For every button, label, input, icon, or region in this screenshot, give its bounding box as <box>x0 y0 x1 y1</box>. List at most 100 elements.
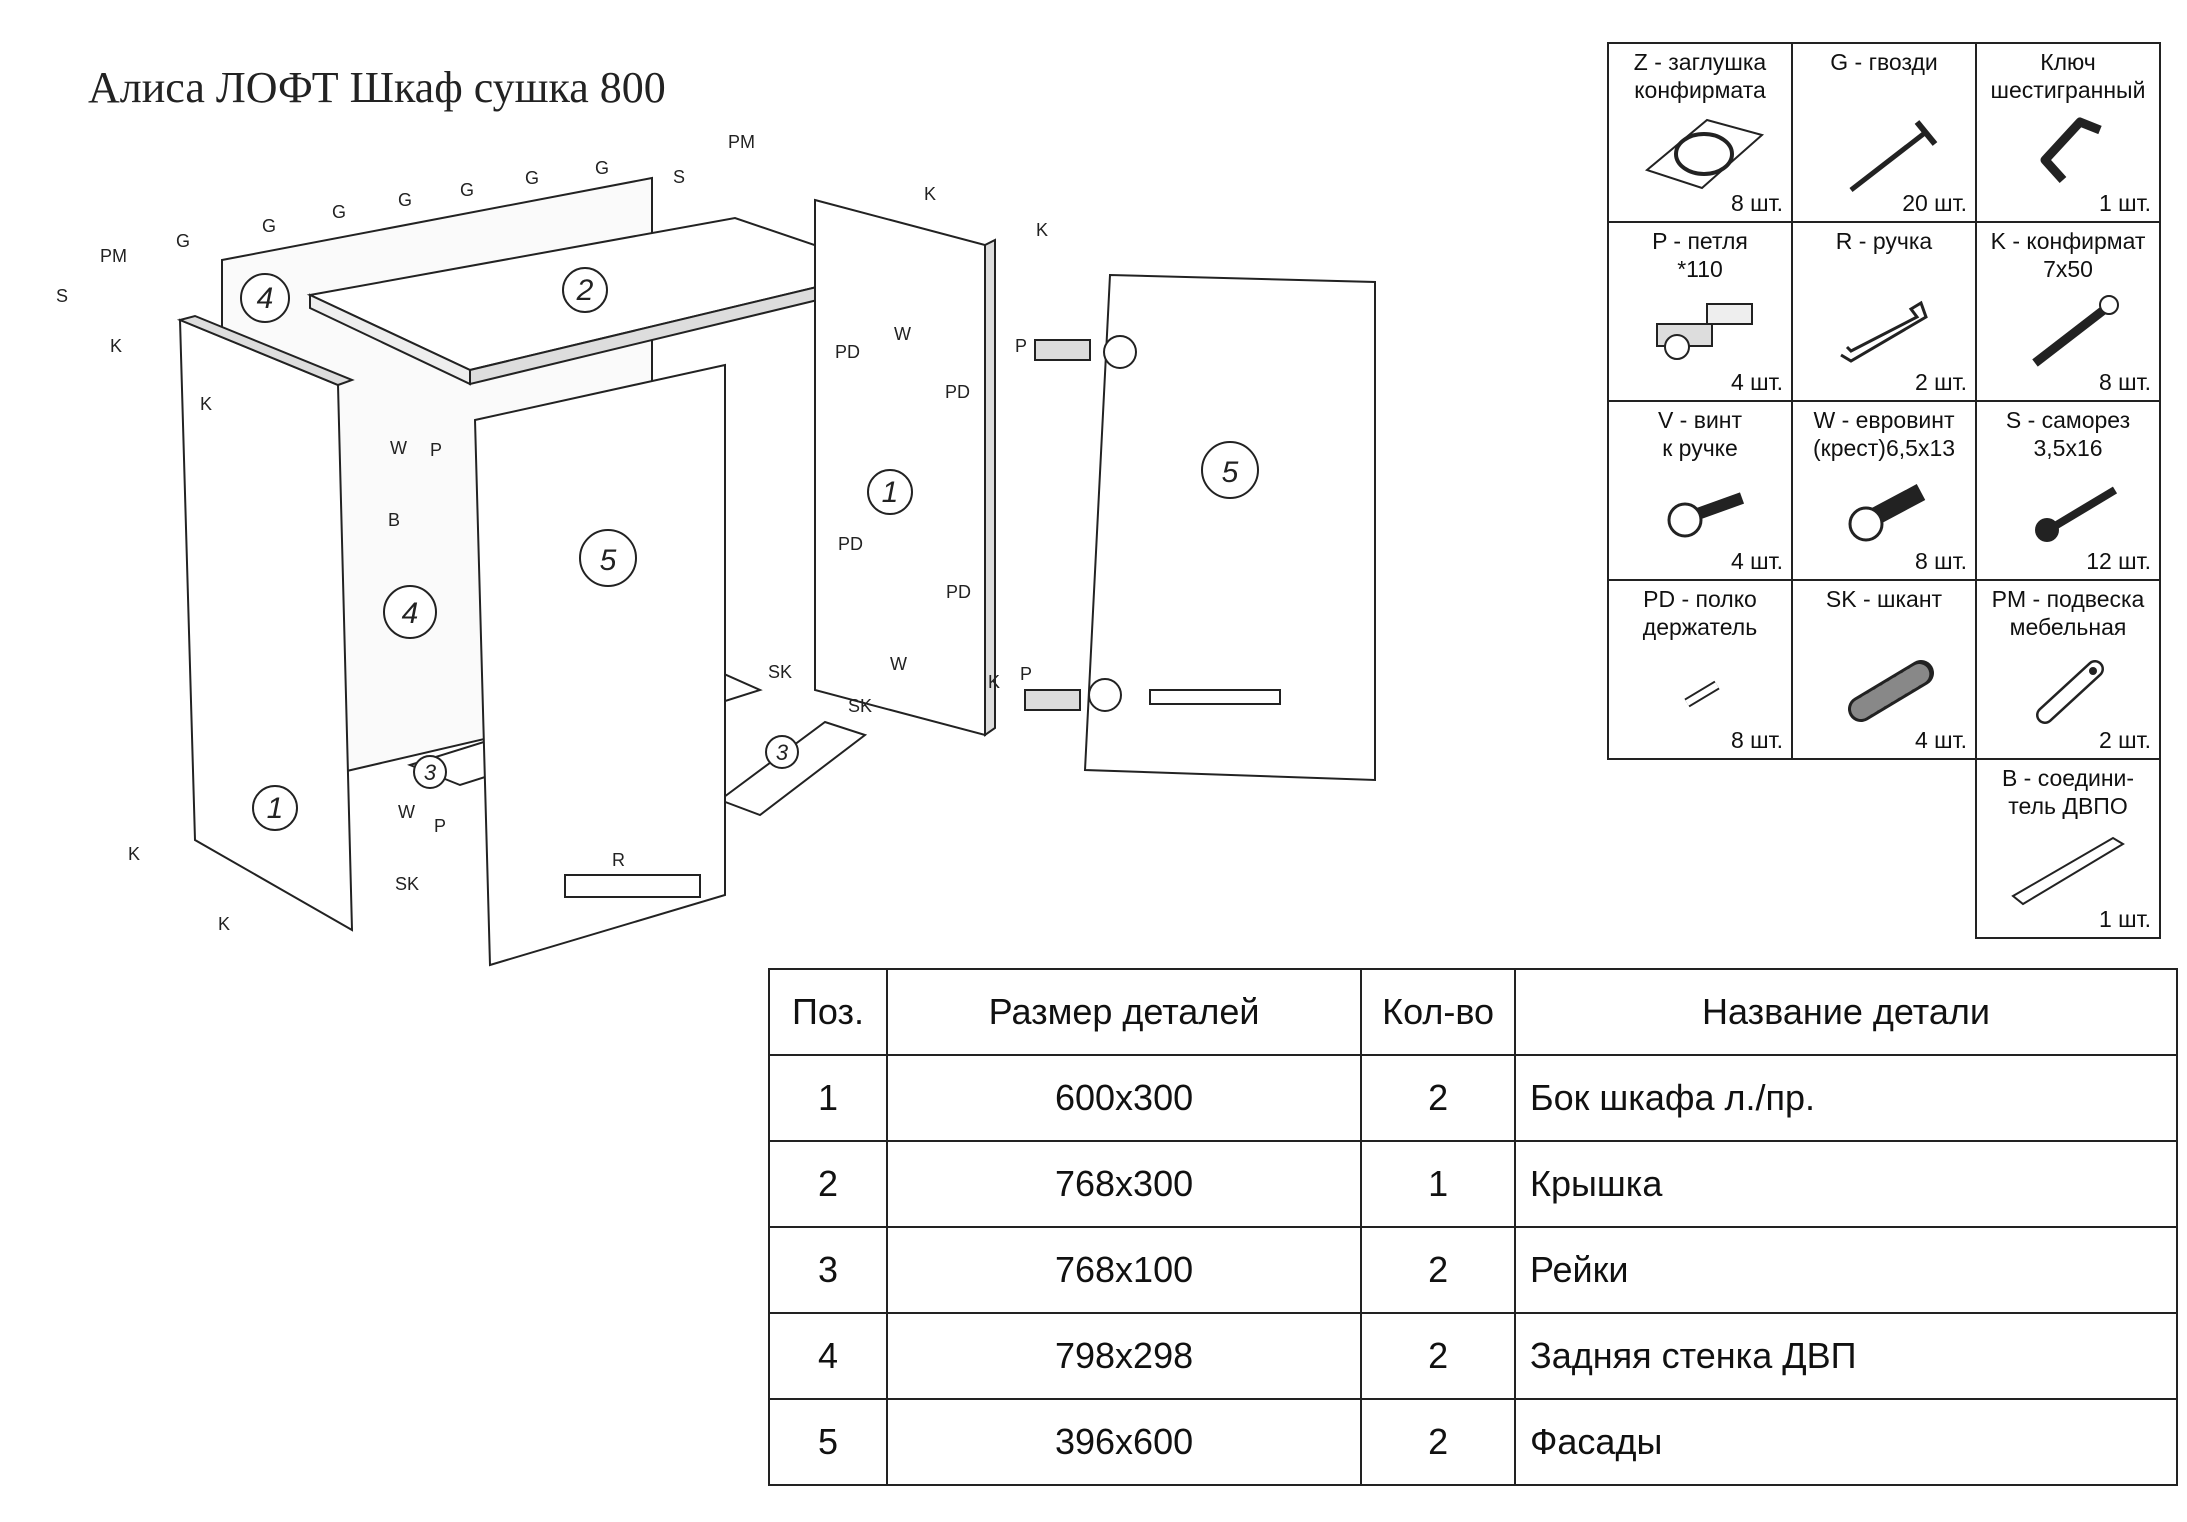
fitting-label: B - соедини- тель ДВПО <box>2001 765 2135 819</box>
fitting-code-pd: PD <box>835 342 860 362</box>
dowel-icon <box>1848 660 1934 722</box>
fitting-label: PM - подвеска мебельная <box>1991 586 2145 640</box>
cell-name: Крышка <box>1514 1140 2178 1228</box>
fitting-code-k: K <box>1036 220 1048 240</box>
fitting-code-w: W <box>390 438 407 458</box>
table-header-row: Поз. Размер деталей Кол-во Название дета… <box>768 968 2178 1056</box>
fitting-code-k: K <box>110 336 122 356</box>
fitting-cell: S - саморез 3,5х16 12 шт. <box>1975 400 2161 581</box>
fitting-label: SK - шкант <box>1825 586 1943 612</box>
fitting-code-b: B <box>388 510 400 530</box>
part-label-3b: 3 <box>776 740 789 765</box>
self-tapping-screw-icon <box>2035 486 2118 542</box>
hinge-icon <box>1656 303 1753 360</box>
fitting-cell: PM - подвеска мебельная 2 шт. <box>1975 579 2161 760</box>
fitting-code-pm: PM <box>728 132 755 152</box>
hex-key-icon <box>2040 117 2102 184</box>
table-row: 1 600х300 2 Бок шкафа л./пр. <box>768 1054 2178 1142</box>
fitting-label: G - гвозди <box>1830 49 1938 75</box>
fitting-label: K - конфирмат 7х50 <box>1990 228 2146 282</box>
fitting-code-pm: PM <box>100 246 127 266</box>
fitting-label: Z - заглушка конфирмата <box>1633 49 1767 103</box>
fitting-cell: Z - заглушка конфирмата 8 шт. <box>1607 42 1793 223</box>
table-row: 5 396х600 2 Фасады <box>768 1398 2178 1486</box>
fitting-label: PD - полко держатель <box>1642 586 1758 640</box>
cell-name: Рейки <box>1514 1226 2178 1314</box>
fitting-qty: 1 шт. <box>2098 190 2151 216</box>
hinge-top <box>1034 339 1091 361</box>
euro-screw-icon <box>1848 484 1926 542</box>
fitting-qty: 8 шт. <box>2098 369 2151 395</box>
fitting-code-k: K <box>128 844 140 864</box>
fitting-cell: G - гвозди 20 шт. <box>1791 42 1977 223</box>
part-label-5b: 5 <box>1222 456 1239 489</box>
door-5-center <box>473 363 726 967</box>
fitting-label: Ключ шестигранный <box>1990 49 2146 103</box>
fitting-code-g: G <box>398 190 412 210</box>
fitting-cell: K - конфирмат 7х50 8 шт. <box>1975 221 2161 402</box>
cell-qty: 2 <box>1360 1398 1517 1486</box>
fitting-code-pd: PD <box>838 534 863 554</box>
cell-pos: 4 <box>768 1312 888 1400</box>
fitting-cell: R - ручка 2 шт. <box>1791 221 1977 402</box>
column-header: Кол-во <box>1360 968 1517 1056</box>
fitting-code-sk: SK <box>395 874 419 894</box>
part-label-2: 2 <box>576 274 594 307</box>
confirmat-screw-icon <box>2032 295 2119 367</box>
nail-icon <box>1849 120 1938 192</box>
fitting-code-g: G <box>262 216 276 236</box>
fitting-qty: 2 шт. <box>2098 727 2151 753</box>
fitting-code-g: G <box>332 202 346 222</box>
fitting-cell: PD - полко держатель 8 шт. <box>1607 579 1793 760</box>
column-header: Поз. <box>768 968 888 1056</box>
part-label-4: 4 <box>257 282 274 315</box>
rail-3-b <box>717 720 868 817</box>
fitting-code-g: G <box>176 231 190 251</box>
fitting-label: V - винт к ручке <box>1657 407 1743 461</box>
fitting-code-r: R <box>612 850 625 870</box>
fitting-cell: P - петля *110 4 шт. <box>1607 221 1793 402</box>
fitting-code-k: K <box>988 672 1000 692</box>
fitting-code-p: P <box>1020 664 1032 684</box>
connector-strip-icon <box>2011 836 2125 906</box>
fitting-code-g: G <box>460 180 474 200</box>
fitting-code-p: P <box>430 440 442 460</box>
column-header: Размер деталей <box>885 968 1363 1056</box>
fitting-label: W - евровинт (крест)6,5х13 <box>1812 407 1956 461</box>
cell-name: Задняя стенка ДВП <box>1514 1312 2178 1400</box>
cell-pos: 5 <box>768 1398 888 1486</box>
cell-pos: 1 <box>768 1054 888 1142</box>
fitting-label: P - петля *110 <box>1652 228 1748 282</box>
fitting-code-w: W <box>398 802 415 822</box>
table-row: 3 768х100 2 Рейки <box>768 1226 2178 1314</box>
door-5-right <box>1083 273 1376 782</box>
cell-name: Бок шкафа л./пр. <box>1514 1054 2178 1142</box>
fitting-qty: 12 шт. <box>2086 548 2151 574</box>
table-row: 2 768х300 1 Крышка <box>768 1140 2178 1228</box>
cell-pos: 3 <box>768 1226 888 1314</box>
cell-name: Фасады <box>1514 1398 2178 1486</box>
fitting-code-k: K <box>924 184 936 204</box>
fitting-code-p: P <box>1015 336 1027 356</box>
parts-table: Поз. Размер деталей Кол-во Название дета… <box>768 968 2178 1486</box>
cell-size: 396х600 <box>885 1398 1363 1486</box>
hinge-bottom <box>1024 689 1081 711</box>
door-handle <box>564 874 701 898</box>
fitting-cell: SK - шкант 4 шт. <box>1791 579 1977 760</box>
fitting-code-pd: PD <box>945 382 970 402</box>
part-label-3a: 3 <box>424 760 437 785</box>
fitting-code-w: W <box>890 654 907 674</box>
fitting-code-sk: SK <box>768 662 792 682</box>
fitting-code-s: S <box>673 167 685 187</box>
cell-qty: 2 <box>1360 1054 1517 1142</box>
fitting-cell: W - евровинт (крест)6,5х13 8 шт. <box>1791 400 1977 581</box>
handle-icon <box>1840 300 1928 363</box>
shelf-support-icon <box>1684 680 1720 708</box>
cell-qty: 2 <box>1360 1312 1517 1400</box>
fitting-qty: 4 шт. <box>1914 727 1967 753</box>
fitting-cell: V - винт к ручке 4 шт. <box>1607 400 1793 581</box>
table-row: 4 798х298 2 Задняя стенка ДВП <box>768 1312 2178 1400</box>
part-label-5a: 5 <box>600 544 617 577</box>
fitting-code-s: S <box>56 286 68 306</box>
fitting-qty: 2 шт. <box>1914 369 1967 395</box>
